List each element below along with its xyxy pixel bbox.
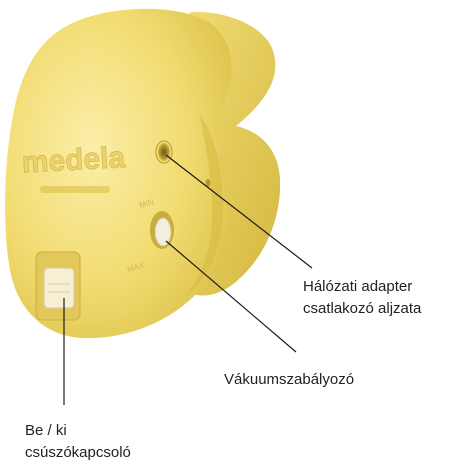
callout-power-switch: Be / ki csúszókapcsoló bbox=[25, 420, 131, 464]
callout-line: Be / ki bbox=[25, 420, 131, 442]
callout-vacuum-regulator: Vákuumszabályozó bbox=[224, 369, 354, 391]
callout-line: Hálózati adapter bbox=[303, 276, 421, 298]
vacuum-dial bbox=[155, 218, 171, 246]
adapter-socket bbox=[158, 143, 170, 161]
callout-line: Vákuumszabályozó bbox=[224, 369, 354, 391]
brand-subtext-emboss bbox=[40, 186, 110, 193]
brand-mark: medela bbox=[21, 141, 126, 179]
callout-adapter-socket: Hálózati adapter csatlakozó aljzata bbox=[303, 276, 421, 320]
callout-line: csúszókapcsoló bbox=[25, 442, 131, 464]
callout-line: csatlakozó aljzata bbox=[303, 298, 421, 320]
power-slide-switch[interactable] bbox=[44, 268, 74, 308]
